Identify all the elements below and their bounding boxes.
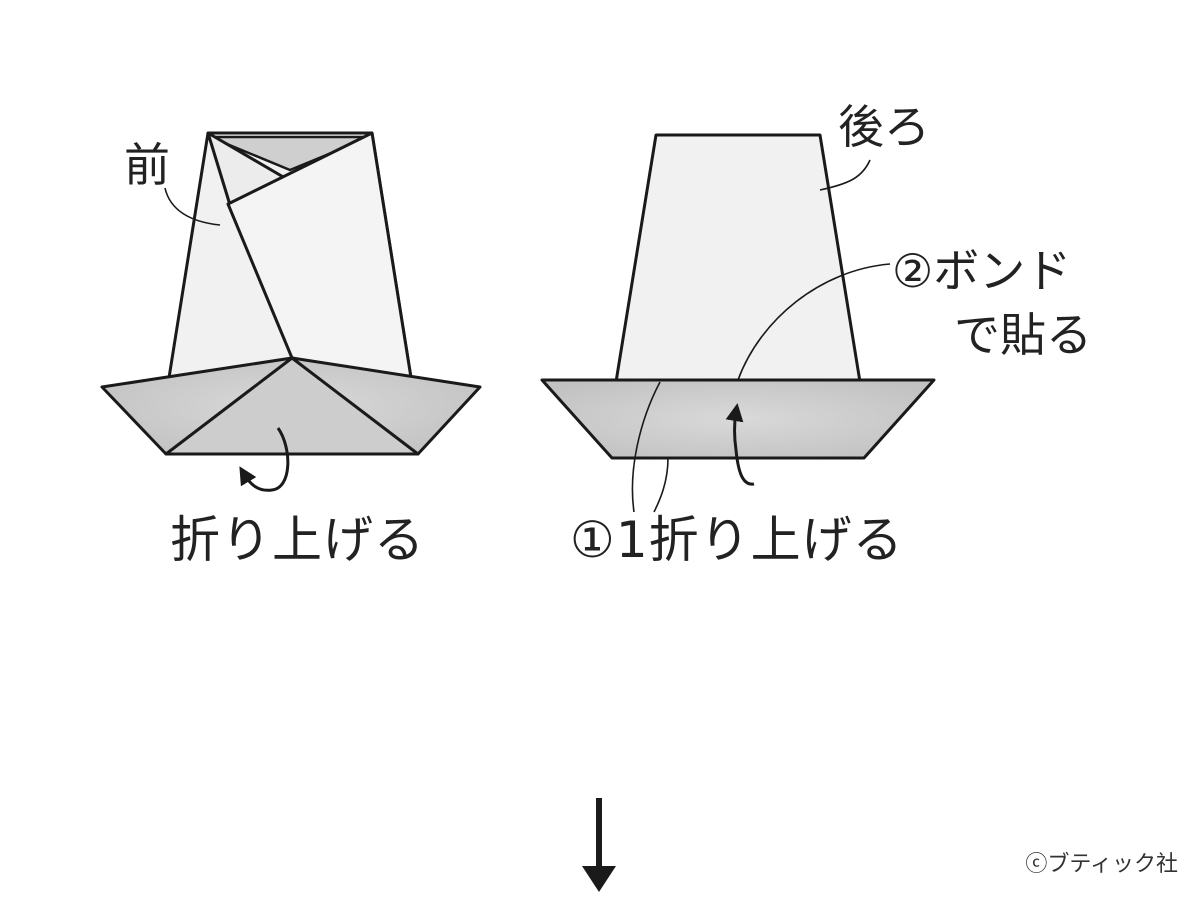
left-hat-figure	[100, 131, 482, 492]
label-back: 後ろ	[838, 100, 930, 154]
right-fold-leader-line-2	[653, 457, 669, 513]
left-fold-arrow-icon	[239, 427, 290, 492]
left-brim-center-fold	[164, 356, 420, 456]
copyright-text: ⓒブティック社	[1025, 852, 1178, 877]
label-right-fold-up: ①1折り上げる	[570, 511, 904, 569]
right-bond-leader-line	[737, 263, 891, 381]
right-fold-arrow-icon	[725, 403, 755, 486]
label-bond-line2: で貼る	[954, 308, 1092, 362]
next-step-arrow-icon	[582, 798, 616, 892]
left-front-leader-line	[164, 187, 221, 226]
label-front: 前	[124, 138, 170, 192]
label-bond-line1: ②ボンド	[892, 244, 1072, 298]
right-hat-figure	[540, 133, 936, 513]
right-brim	[540, 378, 936, 460]
right-fold-leader-line-1	[631, 381, 661, 513]
right-crown	[614, 133, 862, 384]
right-back-leader-line	[819, 159, 871, 191]
label-left-fold-up: 折り上げる	[170, 511, 425, 569]
